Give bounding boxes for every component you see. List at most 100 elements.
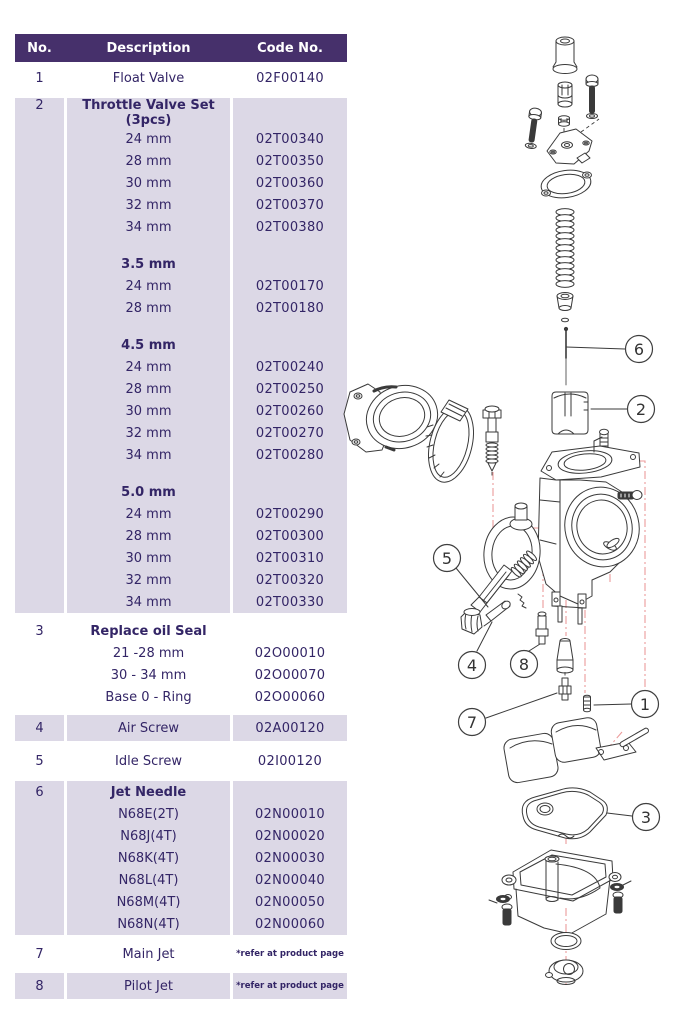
row-description: 30 mm [67, 547, 230, 569]
row-description: (3pcs) [67, 113, 230, 128]
callout-number-5: 5 [442, 549, 452, 568]
row-code: 02T00380 [233, 216, 347, 238]
header-code: Code No. [257, 40, 323, 56]
row-number: 6 [15, 781, 64, 803]
row-description: 34 mm [67, 444, 230, 466]
row-number: 7 [35, 946, 44, 962]
row-number [15, 466, 64, 481]
row-number [15, 216, 64, 238]
row-code [233, 98, 347, 113]
row-description [67, 319, 230, 334]
row-code [233, 113, 347, 128]
row-description: Throttle Valve Set [67, 98, 230, 113]
row-description: 28 mm [67, 378, 230, 400]
air-screw-part [483, 600, 511, 627]
row-number [15, 503, 64, 525]
callout-number-7: 7 [467, 713, 477, 732]
row-description: 30 mm [67, 400, 230, 422]
row-description: 4.5 mm [67, 334, 230, 356]
header-no: No. [27, 40, 52, 56]
row-code: 02O00070 [254, 667, 326, 683]
row-code [233, 334, 347, 356]
row-number [15, 869, 64, 891]
row-number: 3 [35, 623, 44, 639]
row-number [15, 547, 64, 569]
callout-leader-line [528, 643, 541, 652]
drain-cap [545, 959, 584, 985]
spring-seat-cap [556, 292, 574, 323]
callout-circle-8 [509, 649, 539, 679]
row-number [15, 481, 64, 503]
row-code: 02T00370 [233, 194, 347, 216]
row-code: 02T00240 [233, 356, 347, 378]
row-code [233, 253, 347, 275]
row-description: 21 -28 mm [112, 645, 185, 661]
row-description: Pilot Jet [67, 973, 230, 999]
row-code: 02T00300 [233, 525, 347, 547]
row-description [67, 238, 230, 253]
row-number: 5 [35, 753, 44, 769]
top-cover-plate [546, 128, 593, 165]
row-number [15, 150, 64, 172]
row-description: Air Screw [67, 715, 230, 741]
row-code: *refer at product page [236, 949, 344, 959]
row-description: N68N(4T) [67, 913, 230, 935]
row-description: 24 mm [67, 275, 230, 297]
row-number: 2 [15, 98, 64, 113]
row-code: 02T00350 [233, 150, 347, 172]
row-number: 8 [15, 973, 64, 999]
row-code: 02T00320 [233, 569, 347, 591]
callout-circle-6 [624, 334, 654, 364]
row-number [15, 319, 64, 334]
row-number [15, 297, 64, 319]
row-number [15, 891, 64, 913]
row-code: 02F00140 [256, 70, 324, 86]
callout-circle-5 [432, 543, 462, 573]
row-number [15, 400, 64, 422]
main-jet-part [558, 677, 572, 701]
row-code [233, 481, 347, 503]
row-number [15, 334, 64, 356]
row-code: 02T00340 [233, 128, 347, 150]
row-description: Idle Screw [115, 753, 182, 769]
row-code: 02N00040 [233, 869, 347, 891]
row-code: 02T00170 [233, 275, 347, 297]
row-number [15, 172, 64, 194]
row-description: 30 - 34 mm [110, 667, 187, 683]
cable-adjuster [557, 81, 573, 89]
jet-needle [563, 326, 569, 386]
bowl-gasket [521, 787, 608, 840]
row-description: 24 mm [67, 503, 230, 525]
row-description: 24 mm [67, 128, 230, 150]
row-code: 02T00270 [233, 422, 347, 444]
slide-spring [555, 208, 575, 288]
row-description: 28 mm [67, 525, 230, 547]
float-hinge-bracket [517, 591, 587, 625]
callout-leader-line [593, 703, 632, 706]
row-number [15, 847, 64, 869]
table-row: 5 Idle Screw 02I00120 [15, 745, 347, 778]
row-number [15, 569, 64, 591]
top-cover-assembly-group [524, 36, 600, 199]
row-code: 02N00060 [233, 913, 347, 935]
row-number [15, 591, 64, 613]
row-description: 3.5 mm [67, 253, 230, 275]
row-number: 1 [35, 70, 44, 86]
callout-number-1: 1 [640, 695, 650, 714]
callout-number-2: 2 [636, 400, 646, 419]
row-description: Main Jet [122, 946, 175, 962]
float-bowl [501, 849, 622, 935]
row-code: 02I00120 [257, 753, 323, 769]
callout-circle-2 [626, 394, 656, 424]
row-code: 02N00050 [233, 891, 347, 913]
row-code: 02N00010 [233, 803, 347, 825]
row-code: 02T00280 [233, 444, 347, 466]
row-code: 02T00260 [233, 400, 347, 422]
row-number [15, 444, 64, 466]
idle-screw-assembly [460, 550, 538, 635]
